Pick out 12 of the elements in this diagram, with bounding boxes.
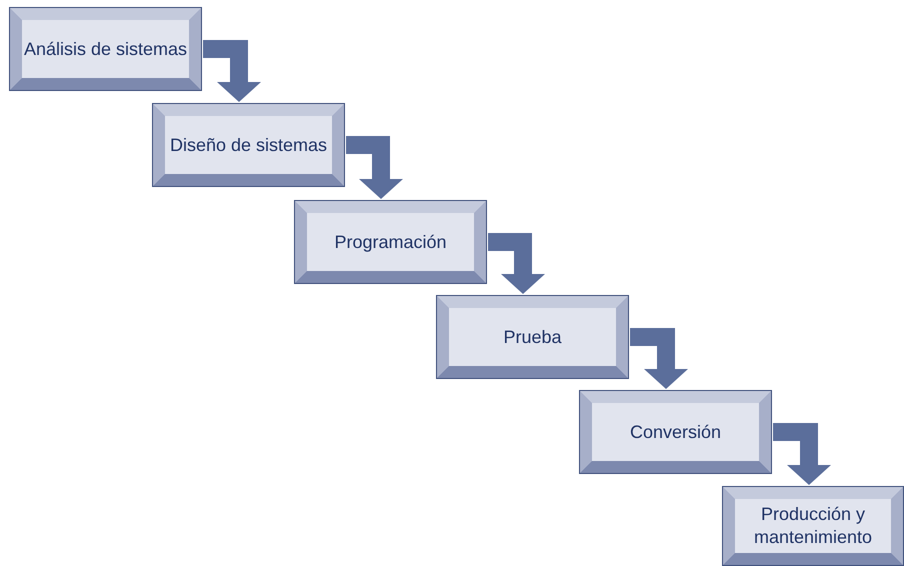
step-label: Producción y mantenimiento bbox=[752, 503, 874, 549]
step-label: Conversión bbox=[630, 420, 722, 444]
process-box bbox=[437, 296, 628, 378]
process-box bbox=[723, 487, 903, 565]
process-box bbox=[295, 201, 486, 283]
step-label: Programación bbox=[334, 230, 447, 254]
step-label: Análisis de sistemas bbox=[24, 38, 188, 60]
step-label: Prueba bbox=[503, 326, 562, 348]
process-box bbox=[10, 8, 201, 90]
process-box bbox=[153, 104, 344, 186]
process-box bbox=[580, 391, 771, 473]
step-label: Diseño de sistemas bbox=[170, 134, 328, 156]
